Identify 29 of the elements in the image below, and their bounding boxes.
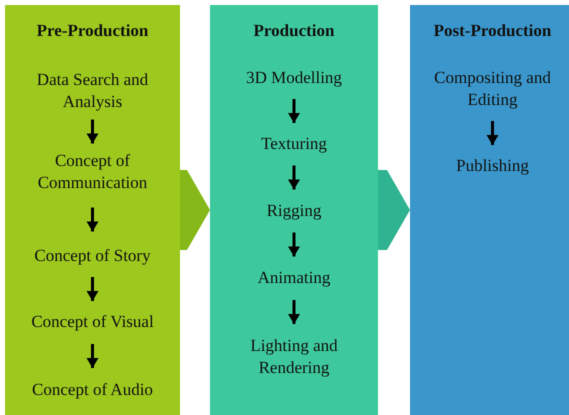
stage-column [5,5,180,415]
stage-column [410,5,569,415]
chevron-arrow [180,170,210,250]
step-label: Concept of Communication [28,150,158,194]
step-label: Rigging [266,200,322,222]
stage-heading: Post-Production [432,21,552,41]
arrow [486,121,498,145]
stage-heading: Production [252,21,336,41]
arrow [288,232,300,256]
stage-column [210,5,378,415]
step-label: Data Search and Analysis [28,69,158,113]
step-label: Animating [258,267,330,289]
step-label: Concept of Story [34,245,151,267]
stage-heading: Pre-Production [36,21,150,41]
arrow [288,300,300,324]
arrow [86,120,98,144]
step-label: 3D Modelling [246,67,342,89]
arrow [86,277,98,301]
step-label: Lighting and Rendering [229,335,359,379]
step-label: Texturing [261,133,327,155]
step-label: Compositing and Editing [422,67,562,111]
chevron-arrow [378,170,410,250]
step-label: Concept of Audio [32,379,153,401]
arrow [288,166,300,190]
arrow [288,99,300,123]
arrow [86,208,98,232]
arrow [86,344,98,368]
step-label: Publishing [456,155,529,177]
step-label: Concept of Visual [31,311,154,333]
